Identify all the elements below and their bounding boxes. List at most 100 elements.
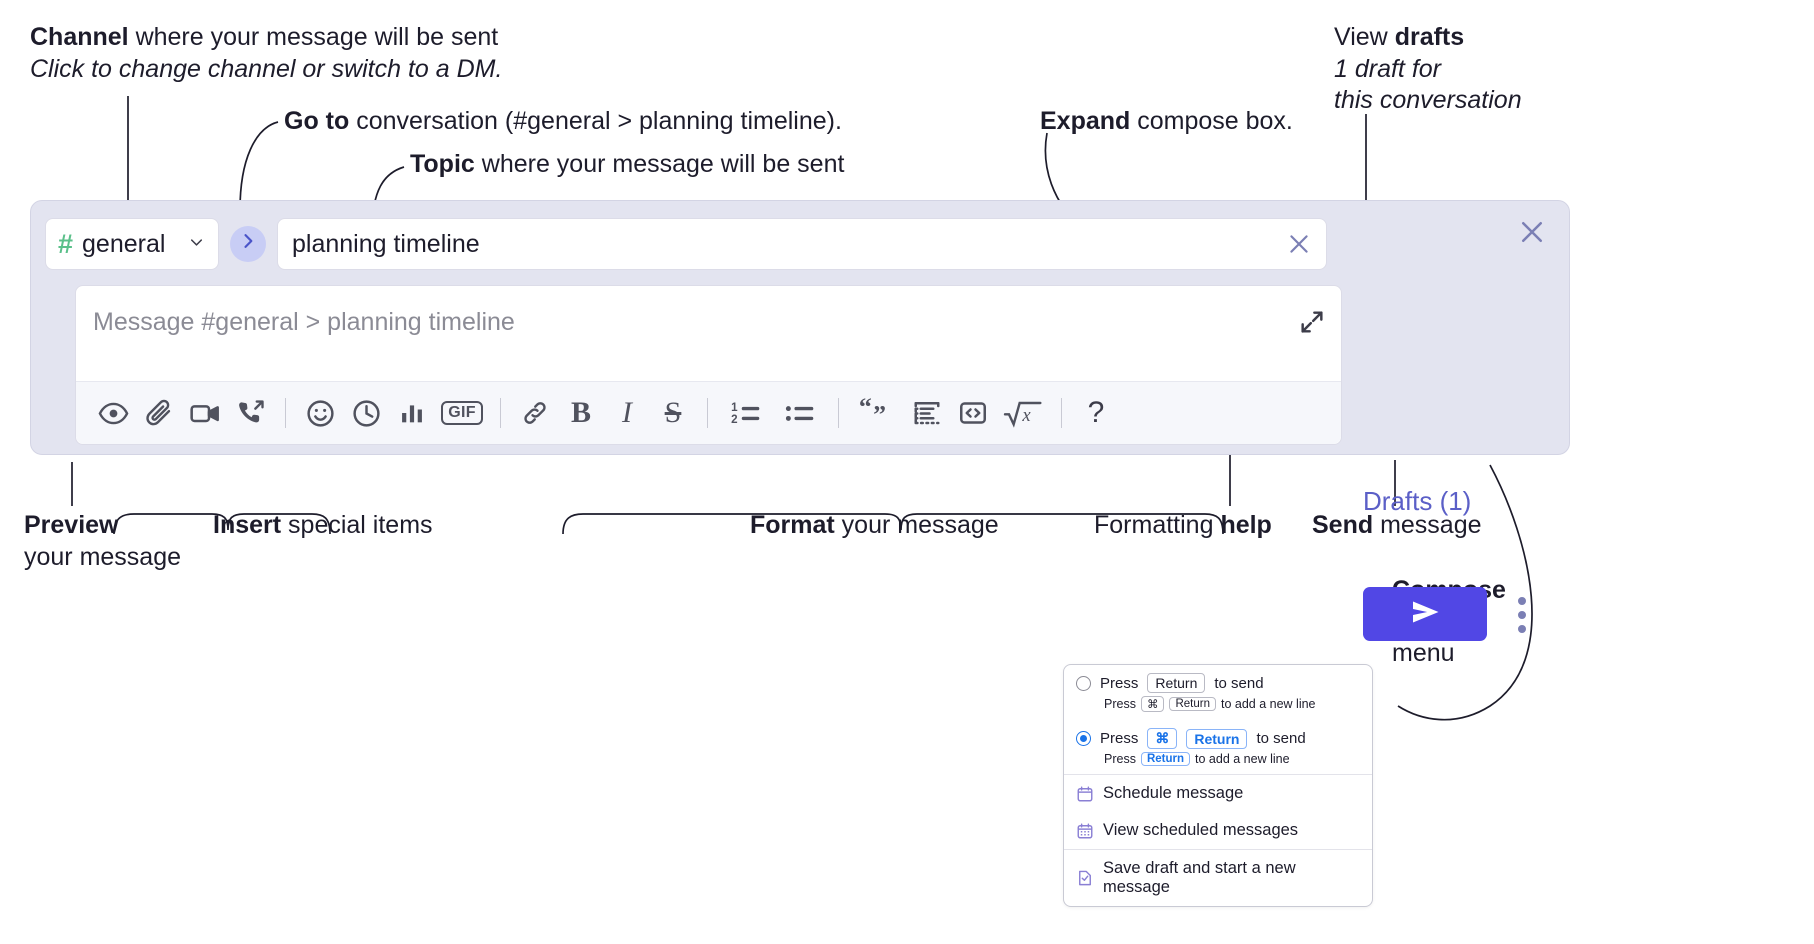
compose-widget: # general planning timeline Message #gen… [30, 200, 1570, 641]
annotation-preview-bold: Preview [24, 511, 119, 539]
toolbar-divider [707, 398, 708, 428]
compose-close-button[interactable] [1517, 217, 1547, 247]
key-command: ⌘ [1140, 696, 1165, 712]
expand-icon[interactable] [1298, 308, 1326, 336]
menu-divider [1064, 849, 1372, 850]
svg-text:1: 1 [731, 401, 738, 414]
blockquote-icon[interactable]: “ ” [850, 390, 904, 436]
annotation-expand-bold: Expand [1040, 107, 1131, 135]
calendar-schedule-icon [1076, 785, 1094, 803]
key-return: Return [1140, 752, 1191, 766]
annotation-drafts-italic1: 1 draft for [1334, 54, 1441, 83]
emoji-icon[interactable] [297, 390, 343, 436]
topic-input[interactable]: planning timeline [277, 218, 1327, 270]
svg-text:”: ” [873, 399, 886, 428]
goto-conversation-button[interactable] [230, 226, 266, 262]
more-options-dot [1518, 597, 1526, 605]
menu-divider [1064, 774, 1372, 775]
send-button[interactable] [1363, 587, 1487, 641]
audio-call-icon[interactable] [228, 390, 274, 436]
clock-icon[interactable] [343, 390, 389, 436]
bulleted-list-icon[interactable] [773, 390, 827, 436]
strikethrough-label: S [664, 396, 682, 429]
annotation-send-bold: Send [1312, 511, 1374, 539]
help-icon[interactable]: ? [1073, 390, 1119, 436]
gif-icon[interactable]: GIF [435, 390, 489, 436]
annotation-drafts: View drafts 1 draft for this conversatio… [1334, 22, 1584, 117]
annotation-channel-bold: Channel [30, 23, 129, 51]
menu-item-label: Save draft and start a new message [1103, 859, 1296, 896]
chevron-right-icon [238, 231, 258, 257]
key-command: ⌘ [1147, 728, 1178, 749]
bold-icon[interactable]: B [558, 390, 604, 436]
annotation-goto-rest: conversation (#general > planning timeli… [349, 107, 842, 135]
annotation-expand-rest: compose box. [1130, 107, 1293, 135]
channel-selector[interactable]: # general [45, 218, 219, 270]
annotation-channel-italic: Click to change channel or switch to a D… [30, 54, 503, 83]
key-return: Return [1147, 673, 1206, 693]
sub-press-label: Press [1104, 752, 1136, 766]
annotation-goto: Go to conversation (#general > planning … [284, 106, 842, 138]
hash-icon: # [58, 228, 74, 259]
drafts-link[interactable]: Drafts (1) [1363, 486, 1472, 516]
link-icon[interactable] [512, 390, 558, 436]
ordered-list-icon[interactable]: 1 2 [719, 390, 773, 436]
compose-options-menu: Press Return to send Press ⌘ Return to a… [1063, 664, 1373, 907]
italic-label: I [622, 396, 632, 429]
inline-code-icon[interactable] [950, 390, 996, 436]
menu-item-view-scheduled[interactable]: View scheduled messages [1064, 812, 1372, 849]
message-input-area[interactable]: Message #general > planning timeline [75, 285, 1342, 445]
toolbar-divider [500, 398, 501, 428]
svg-text:x: x [1021, 405, 1031, 426]
annotation-help-lead: Formatting [1094, 511, 1221, 539]
annotation-expand: Expand compose box. [1040, 106, 1293, 138]
preview-icon[interactable] [90, 390, 136, 436]
toolbar-divider [838, 398, 839, 428]
compose-options-button[interactable] [1511, 591, 1533, 639]
chevron-down-icon [187, 233, 206, 256]
poll-icon[interactable] [389, 390, 435, 436]
send-option-cmd-return-sub: Press Return to add a new line [1064, 751, 1372, 774]
radio-selected-icon[interactable] [1076, 731, 1091, 746]
annotation-preview: Preview your message [24, 510, 224, 573]
radio-unselected-icon[interactable] [1076, 675, 1091, 691]
sub-action-label: to add a new line [1195, 752, 1290, 766]
topic-clear-button[interactable] [1286, 231, 1312, 257]
annotation-drafts-bold: drafts [1394, 23, 1465, 51]
annotation-help-bold: help [1220, 511, 1272, 539]
help-label: ? [1087, 396, 1105, 429]
option-action-label: to send [1214, 674, 1264, 692]
menu-item-save-draft[interactable]: Save draft and start a new message [1064, 850, 1372, 906]
option-press-label: Press [1100, 674, 1139, 692]
menu-item-schedule-message[interactable]: Schedule message [1064, 775, 1372, 812]
topic-value: planning timeline [292, 229, 480, 258]
attachment-icon[interactable] [136, 390, 182, 436]
send-option-return[interactable]: Press Return to send [1064, 665, 1372, 695]
italic-icon[interactable]: I [604, 390, 650, 436]
save-draft-icon [1076, 869, 1094, 887]
more-options-dot [1518, 625, 1526, 633]
annotation-insert: Insert special items [213, 510, 433, 542]
strikethrough-icon[interactable]: S [650, 390, 696, 436]
bold-label: B [570, 396, 591, 429]
video-icon[interactable] [182, 390, 228, 436]
compose-header-row: # general planning timeline [45, 218, 1327, 270]
math-icon[interactable]: x [996, 390, 1050, 436]
annotation-channel-rest: where your message will be sent [128, 23, 499, 51]
more-options-dot [1518, 611, 1526, 619]
annotation-format-bold: Format [750, 511, 835, 539]
annotation-preview-rest: your message [24, 542, 182, 571]
calendar-list-icon [1076, 822, 1094, 840]
annotation-format: Format your message [750, 510, 999, 542]
annotation-channel: Channel where your message will be sent … [30, 22, 502, 85]
code-block-icon[interactable] [904, 390, 950, 436]
annotation-compose-rest: menu [1392, 639, 1455, 667]
option-press-label: Press [1100, 730, 1139, 747]
send-option-cmd-return[interactable]: Press ⌘ Return to send [1064, 720, 1372, 751]
annotation-insert-bold: Insert [213, 511, 282, 539]
gif-label: GIF [441, 401, 483, 425]
menu-item-label: View scheduled messages [1103, 821, 1299, 839]
annotation-topic: Topic where your message will be sent [410, 149, 844, 181]
svg-text:2: 2 [731, 413, 737, 426]
sub-press-label: Press [1104, 697, 1136, 711]
